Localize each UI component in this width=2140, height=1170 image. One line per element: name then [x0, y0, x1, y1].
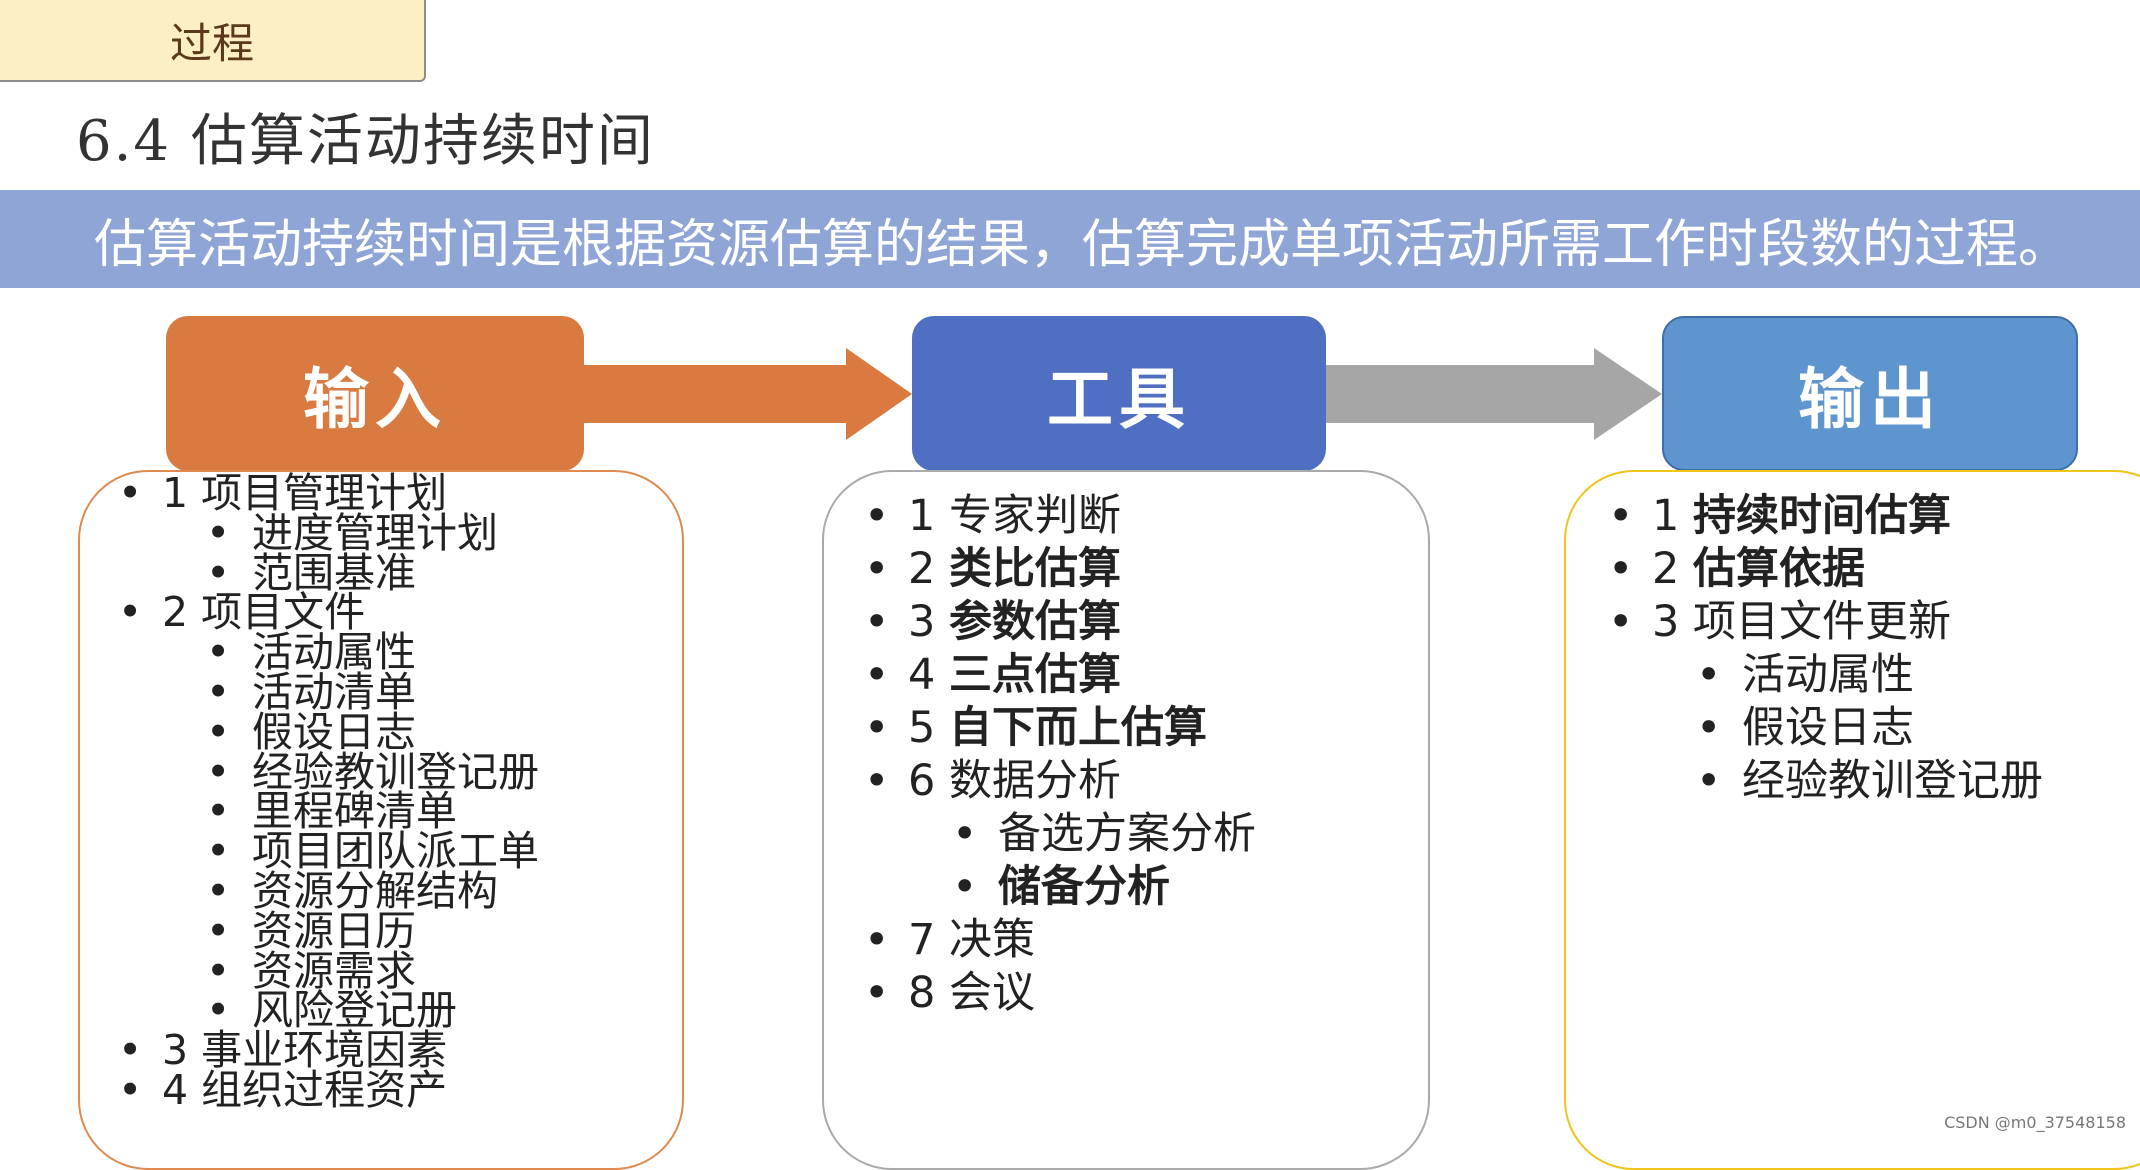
definition-banner: 估算活动持续时间是根据资源估算的结果，估算完成单项活动所需工作时段数的过程。: [0, 190, 2140, 288]
input-list-item: 资源需求: [162, 950, 539, 992]
tools-list-item: 备选方案分析: [908, 808, 1256, 861]
tools-to-output-arrow: [1324, 348, 1662, 440]
tools-list-item: 储备分析: [908, 861, 1256, 914]
input-list-item: 假设日志: [162, 711, 539, 753]
item-number: 1: [1652, 491, 1694, 541]
item-text: 经验教训登记册: [1742, 756, 2043, 806]
output-list-item: 1 持续时间估算: [1608, 490, 2043, 543]
item-text: 储备分析: [998, 862, 1170, 912]
item-text: 参数估算: [949, 597, 1122, 647]
item-text: 项目文件更新: [1693, 597, 1952, 647]
input-list-item: 1 项目管理计划: [118, 473, 539, 514]
tools-list-item: 5 自下而上估算: [864, 702, 1256, 755]
output-list-item: 活动属性: [1652, 649, 2043, 702]
item-text: 三点估算: [949, 650, 1122, 700]
item-number: 2: [908, 544, 950, 594]
input-list-item: 风险登记册: [162, 990, 539, 1031]
item-text: 持续时间估算: [1693, 491, 1952, 541]
item-number: 8: [908, 968, 950, 1018]
item-text: 数据分析: [949, 756, 1122, 806]
item-text: 专家判断: [949, 491, 1122, 541]
item-number: 3: [1652, 597, 1694, 647]
tools-list: 1 专家判断2 类比估算3 参数估算4 三点估算5 自下而上估算6 数据分析备选…: [864, 490, 1256, 1020]
item-text: 决策: [949, 915, 1036, 965]
item-number: 2: [1652, 544, 1694, 594]
output-list-item: 3 项目文件更新: [1608, 596, 2043, 649]
tools-list-item: 7 决策: [864, 914, 1256, 967]
output-list: 1 持续时间估算2 估算依据3 项目文件更新活动属性假设日志经验教训登记册: [1608, 490, 2043, 808]
input-list-item: 资源日历: [162, 910, 539, 952]
input-list: 1 项目管理计划进度管理计划范围基准2 项目文件活动属性活动清单假设日志经验教训…: [118, 473, 539, 1111]
item-text: 估算依据: [1693, 544, 1866, 594]
input-list-item: 资源分解结构: [162, 871, 539, 912]
output-header: 输出: [1662, 316, 2078, 471]
tools-list-item: 4 三点估算: [864, 649, 1256, 702]
tools-list-item: 6 数据分析: [864, 755, 1256, 808]
watermark: CSDN @m0_37548158: [1944, 1113, 2126, 1132]
input-list-item: 范围基准: [162, 552, 539, 594]
item-number: 5: [908, 703, 950, 753]
output-list-item: 经验教训登记册: [1652, 755, 2043, 808]
item-text: 备选方案分析: [998, 809, 1256, 859]
page-title: 6.4 估算活动持续时间: [76, 109, 655, 174]
item-number: 4: [908, 650, 950, 700]
input-list-item: 项目团队派工单: [162, 831, 539, 872]
item-number: 3: [908, 597, 950, 647]
item-number: 6: [908, 756, 950, 806]
input-header: 输入: [166, 316, 584, 471]
tools-list-item: 2 类比估算: [864, 543, 1256, 596]
tools-list-item: 3 参数估算: [864, 596, 1256, 649]
output-list-item: 2 估算依据: [1608, 543, 2043, 596]
process-tag: 过程: [0, 0, 426, 82]
input-list-item: 里程碑清单: [162, 791, 539, 832]
tools-header: 工具: [912, 316, 1326, 471]
item-text: 假设日志: [1742, 703, 1914, 753]
item-number: 1: [908, 491, 950, 541]
input-list-item: 活动清单: [162, 672, 539, 713]
input-list-item: 活动属性: [162, 632, 539, 673]
item-number: 7: [908, 915, 950, 965]
input-list-item: 进度管理计划: [162, 512, 539, 554]
input-to-tools-arrow: [580, 348, 912, 440]
input-list-item: 2 项目文件: [118, 592, 539, 633]
tools-list-item: 8 会议: [864, 967, 1256, 1020]
tools-list-item: 1 专家判断: [864, 490, 1256, 543]
item-text: 会议: [949, 968, 1036, 1018]
output-list-item: 假设日志: [1652, 702, 2043, 755]
input-list-item: 经验教训登记册: [162, 751, 539, 793]
item-text: 类比估算: [949, 544, 1122, 594]
item-text: 活动属性: [1742, 650, 1914, 700]
input-list-item: 3 事业环境因素: [118, 1030, 539, 1071]
input-list-item: 4 组织过程资产: [118, 1070, 539, 1111]
item-text: 自下而上估算: [949, 703, 1208, 753]
